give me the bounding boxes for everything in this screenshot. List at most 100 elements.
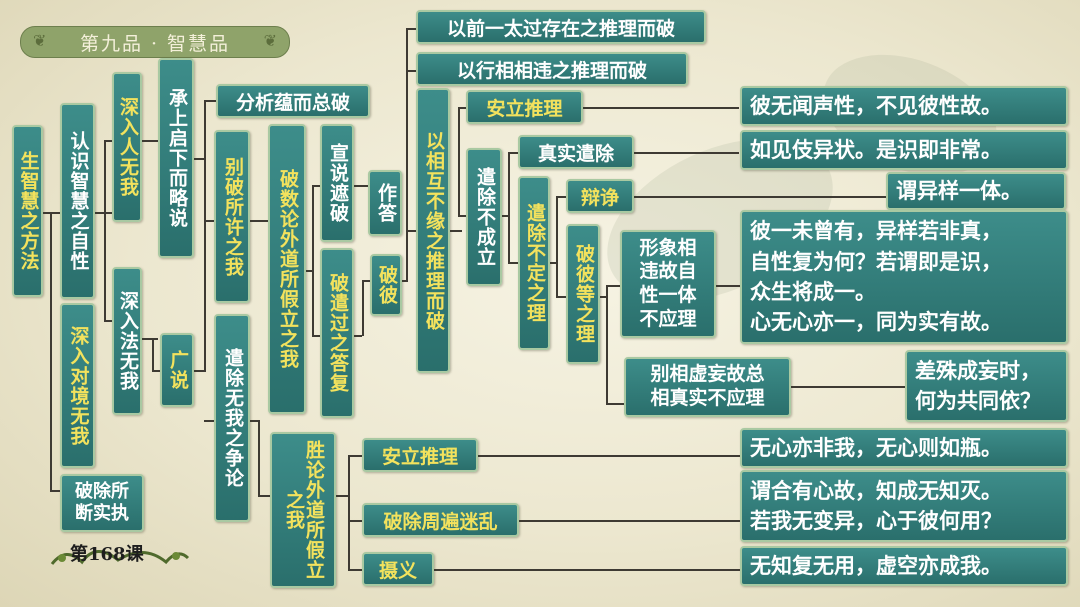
connector-line (406, 230, 416, 232)
node-zhenshi-qianchu: 真实遣除 (518, 135, 634, 169)
connector-line (306, 270, 314, 272)
connector-line (204, 100, 206, 370)
node-po-qianguo-dafu: 破遣过之答复 (320, 248, 354, 418)
connector-line (258, 495, 270, 497)
connector-line (556, 196, 566, 198)
connector-line (104, 140, 112, 142)
connector-line (606, 285, 608, 403)
connector-line (556, 196, 558, 296)
node-anli-tuili-2: 安立推理 (362, 438, 478, 472)
connector-line (104, 320, 112, 322)
verse-4: 彼一未曾有，异样若非真， 自性复为何？若谓即是识， 众生将成一。 心无心亦一，同… (740, 210, 1068, 344)
connector-line (354, 335, 362, 337)
chapter-title: 第九品 · 智慧品 (79, 32, 231, 55)
node-xuanshuo-zhepo: 宣说遮破 (320, 124, 354, 242)
connector-line (142, 338, 158, 340)
node-yi-xingxiang: 以行相相违之推理而破 (416, 52, 688, 86)
connector-line (194, 370, 206, 372)
connector-line (716, 285, 740, 287)
node-shenglun-waidao: 胜论外道所假立之我 (270, 432, 336, 588)
ornament-icon: ❦ (33, 31, 47, 50)
connector-line (336, 495, 350, 497)
connector-line (434, 569, 740, 571)
connector-line (406, 70, 416, 72)
connector-line (152, 338, 154, 370)
connector-line (550, 262, 558, 264)
connector-line (458, 215, 466, 217)
connector-line (519, 520, 740, 522)
connector-line (312, 335, 320, 337)
node-biepo-suoxu: 别破所许之我 (214, 130, 250, 303)
connector-line (94, 212, 112, 214)
connector-line (634, 196, 886, 198)
connector-line (508, 152, 518, 154)
connector-line (502, 215, 510, 217)
chapter-title-badge: ❦ 第九品 · 智慧品 ❦ (20, 26, 290, 58)
connector-line (152, 370, 160, 372)
connector-line (250, 420, 260, 422)
connector-line (194, 158, 204, 160)
node-shenru-fa-wuwo: 深入法无我 (112, 267, 142, 415)
connector-line (406, 28, 416, 30)
connector-line (50, 490, 60, 492)
lesson-number: 第168课 (70, 544, 144, 565)
verse-8: 无知复无用，虚空亦成我。 (740, 546, 1068, 586)
node-bianjing: 辩诤 (566, 179, 634, 213)
node-guangshuo: 广说 (160, 333, 194, 407)
connector-line (204, 220, 214, 222)
connector-line (362, 280, 364, 336)
node-po-shulun: 破数论外道所假立之我 (268, 124, 306, 414)
node-yi-qian-taiguo: 以前一太过存在之推理而破 (416, 10, 706, 44)
node-chengshang-qixia: 承上启下而略说 (158, 58, 194, 258)
connector-line (348, 455, 350, 569)
node-pobi: 破彼 (370, 254, 402, 316)
lesson-label: 第168课 (48, 538, 190, 570)
connector-line (142, 140, 158, 142)
connector-line (258, 420, 260, 495)
node-pochu-suoduan-shizhi: 破除所 断实执 (60, 474, 144, 532)
connector-line (362, 280, 370, 282)
connector-line (348, 520, 362, 522)
node-fenxi-yun: 分析蕴而总破 (216, 84, 370, 118)
verse-1: 彼无闻声性，不见彼性故。 (740, 86, 1068, 126)
connector-line (204, 100, 216, 102)
node-sheng-zhihui: 生智慧之方法 (12, 125, 43, 297)
connector-line (583, 107, 739, 109)
node-shenru-ren-wuwo: 深入人无我 (112, 72, 142, 222)
connector-line (556, 296, 566, 298)
node-sheyi: 摄义 (362, 552, 434, 586)
connector-line (606, 285, 620, 287)
connector-line (458, 107, 460, 217)
connector-line (508, 152, 510, 262)
connector-line (478, 455, 740, 457)
connector-line (791, 386, 905, 388)
connector-line (450, 230, 462, 232)
node-po-bideng: 破彼等之理 (566, 224, 600, 364)
node-qianchu-wuwo-zhenglun: 遣除无我之争论 (214, 314, 250, 522)
verse-6: 无心亦非我，无心则如瓶。 (740, 428, 1068, 468)
node-anli-tuili-1: 安立推理 (466, 90, 583, 124)
connector-line (508, 262, 518, 264)
connector-line (600, 296, 608, 298)
node-qianchu-bucheng: 遣除不成立 (466, 148, 502, 286)
connector-line (250, 220, 268, 222)
connector-line (312, 185, 320, 187)
connector-line (354, 185, 368, 187)
node-pochu-zhoubian: 破除周遍迷乱 (362, 503, 519, 537)
verse-3: 谓异样一体。 (886, 172, 1066, 210)
connector-line (606, 403, 624, 405)
connector-line (104, 140, 106, 320)
connector-line (312, 185, 314, 335)
verse-2: 如见伎异状。是识即非常。 (740, 130, 1068, 170)
connector-line (204, 420, 214, 422)
node-xingxiang-xiangwei: 形象相 违故自 性一体 不应理 (620, 230, 716, 338)
connector-line (348, 455, 362, 457)
node-zuoda: 作答 (368, 170, 402, 236)
node-yi-huxiang-buyuan: 以相互不缘之推理而破 (416, 88, 450, 373)
connector-line (50, 212, 52, 490)
connector-line (634, 152, 739, 154)
node-qianchu-buding: 遣除不定之理 (518, 176, 550, 350)
connector-line (406, 28, 408, 280)
connector-line (458, 107, 466, 109)
